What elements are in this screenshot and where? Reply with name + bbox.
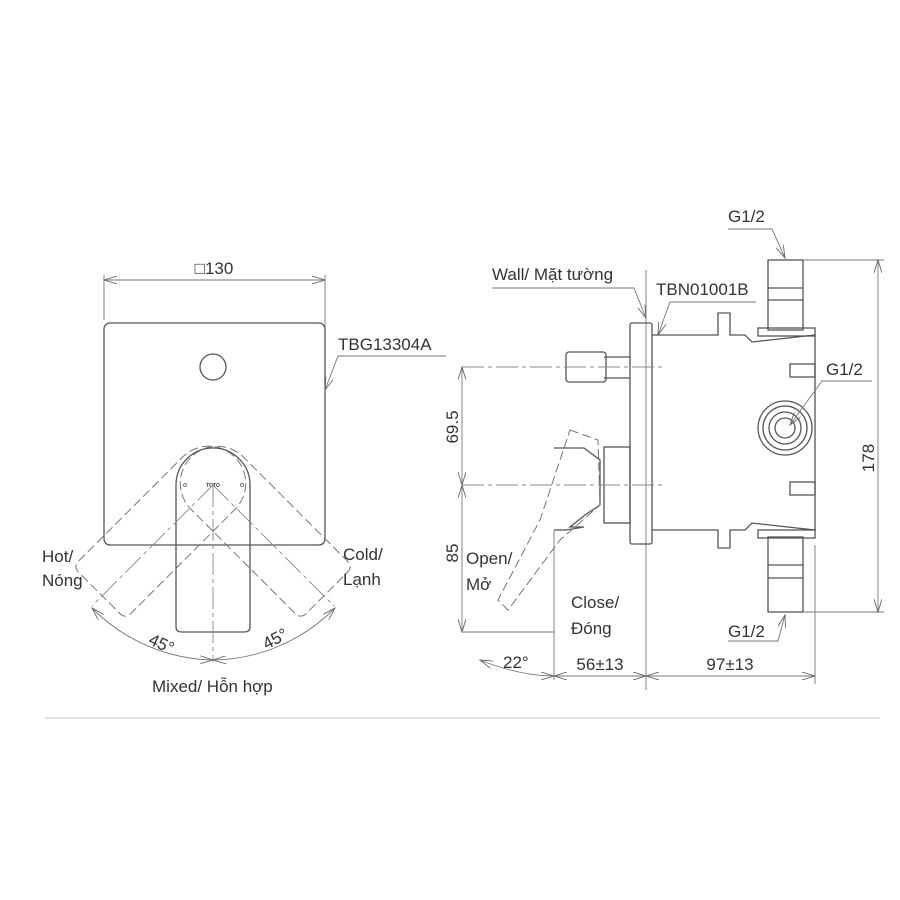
dim-upper-label: 69.5 <box>443 410 462 443</box>
open-label-line2: Mở <box>466 575 491 594</box>
open-label-line1: Open/ <box>466 549 513 568</box>
hot-label-line2: Nóng <box>42 571 83 590</box>
close-label-line2: Đóng <box>571 619 612 638</box>
port-side-label: G1/2 <box>826 360 863 379</box>
mixed-label: Mixed/ Hỗn hợp <box>152 677 273 696</box>
front-view: □130 TBG13304A TOTO 45° 45° Hot/ Nóng Co… <box>42 259 446 696</box>
angle-cold: 45° <box>259 625 291 654</box>
depth-back-label: 97±13 <box>706 655 753 674</box>
lever-open-position <box>497 429 601 611</box>
escutcheon-plate-side <box>629 322 653 545</box>
body-model-label: TBN01001B <box>656 280 749 299</box>
open-angle-label: 22° <box>503 653 529 672</box>
width-dim-label: □130 <box>195 259 234 278</box>
inlet-pipe-top <box>767 259 804 331</box>
model-label: TBG13304A <box>338 335 432 354</box>
side-view: Wall/ Mặt tường TBN01001B <box>443 207 884 690</box>
escutcheon-plate <box>103 322 326 546</box>
hot-label-line1: Hot/ <box>42 547 73 566</box>
outlet-pipe-bottom <box>767 536 804 613</box>
cold-label-line2: Lạnh <box>343 570 381 589</box>
close-label-line1: Close/ <box>571 593 619 612</box>
valve-body <box>652 312 816 549</box>
side-port <box>757 400 813 456</box>
port-bottom-label: G1/2 <box>728 622 765 641</box>
cold-label-line1: Cold/ <box>343 545 383 564</box>
handle-hot-position <box>75 445 247 617</box>
port-top-label: G1/2 <box>728 207 765 226</box>
diverter-hole <box>199 353 227 381</box>
angle-hot: 45° <box>146 630 177 658</box>
depth-front-label: 56±13 <box>576 655 623 674</box>
lever-side <box>554 447 601 531</box>
dim-lower-label: 85 <box>443 544 462 563</box>
height-dim-label: 178 <box>859 444 878 472</box>
wall-label: Wall/ Mặt tường <box>492 265 613 284</box>
